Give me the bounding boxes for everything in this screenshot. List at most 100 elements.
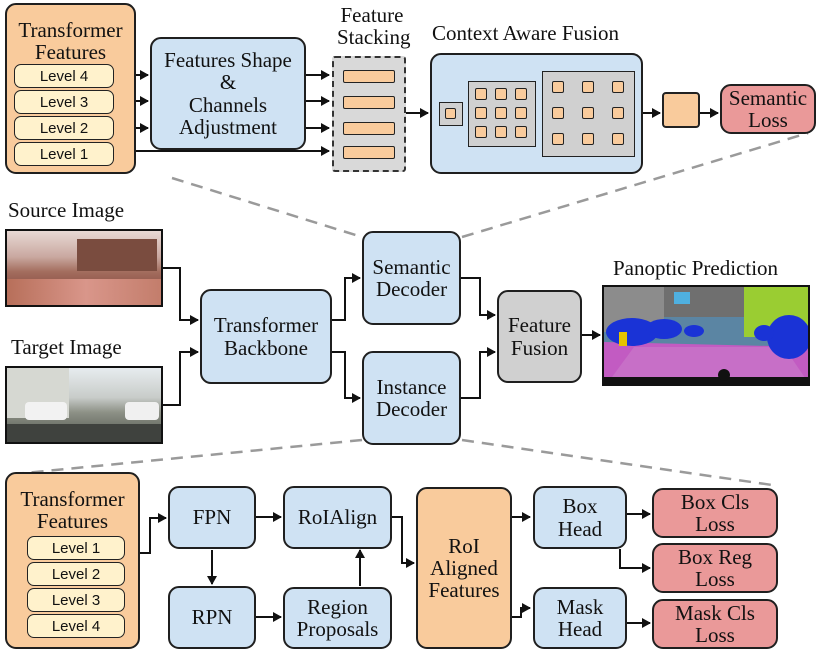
feature-stacking-line1: Feature [340,3,404,27]
feature-fusion-box: Feature Fusion [497,290,582,383]
caf-cell [495,126,507,138]
target-image [5,366,163,444]
caf-small-grid [439,102,463,126]
panoptic-prediction-label: Panoptic Prediction [613,256,779,280]
caf-cell [552,107,564,119]
roi-aligned-features-line3: Features [428,578,500,603]
stack-bar [343,96,395,109]
semantic-decoder-line2: Decoder [375,277,448,301]
caf-cell [495,107,507,119]
top-level-4: Level 4 [14,64,114,88]
target-image-road [7,424,161,442]
mask-head-box: Mask Head [533,587,627,649]
feature-stacking-line2: Stacking [337,25,411,50]
caf-cell [612,107,624,119]
bottom-level-1: Level 1 [27,536,125,560]
region-proposals-box: Region Proposals [283,587,392,649]
roi-aligned-features-line1: RoI [448,533,480,558]
box-head-box: Box Head [533,486,627,549]
mask-head-line1: Mask [556,594,604,619]
source-image-label: Source Image [8,198,125,222]
feature-stacking-box [332,56,406,172]
box-reg-loss-box: Box Reg Loss [652,543,778,593]
roialign-box: RoIAlign [283,486,392,549]
mask-cls-loss-line2: Loss [695,623,735,647]
target-image-car [125,402,159,420]
box-head-line1: Box [562,494,598,519]
caf-large-grid [542,71,635,157]
box-cls-loss-line1: Box Cls [680,489,750,514]
bottom-level-4: Level 4 [27,614,125,638]
semantic-decoder-line1: Semantic [372,254,451,279]
target-image-car [25,402,67,420]
panoptic-segmentation-map [604,287,808,384]
caf-cell [495,88,507,100]
box-reg-loss-line2: Loss [695,567,735,591]
caf-cell [475,126,487,138]
feature-fusion-line2: Fusion [510,335,569,360]
mask-head-line2: Head [557,617,603,641]
caf-cell [552,81,564,93]
semantic-decoder-box: Semantic Decoder [362,231,461,325]
transformer-backbone-box: Transformer Backbone [200,289,332,384]
caf-cell [582,107,594,119]
instance-decoder-line2: Decoder [375,397,448,421]
bottom-level-3: Level 3 [27,588,125,612]
mask-cls-loss-line1: Mask Cls [675,600,755,625]
box-cls-loss-line2: Loss [695,512,735,536]
features-shape-line4: Adjustment [179,114,277,139]
caf-cell [582,133,594,145]
stack-bar [343,122,395,135]
region-proposals-line2: Proposals [296,617,379,641]
caf-cell [612,81,624,93]
caf-cell [445,108,456,119]
feature-stacking-label: Feature Stacking [337,3,411,50]
features-shape-box: Features Shape & Channels Adjustment [150,37,306,150]
caf-cell [475,88,487,100]
stack-bar [343,146,395,159]
box-head-line2: Head [557,516,603,541]
features-shape-line2: & [219,70,237,95]
top-level-1: Level 1 [14,142,114,166]
caf-cell [552,133,564,145]
caf-medium-grid [468,81,536,147]
caf-cell [515,88,527,100]
context-aware-fusion-label: Context Aware Fusion [432,21,620,45]
fused-feature-square [662,92,700,128]
context-aware-fusion-box [430,53,643,174]
features-shape-line1: Features Shape [164,48,292,73]
top-transformer-features-title: Transformer Features [18,18,123,65]
feature-fusion-line1: Feature [508,313,571,338]
top-level-2: Level 2 [14,116,114,140]
source-image-ground [7,279,161,305]
caf-cell [515,107,527,119]
panoptic-prediction-image [602,285,810,386]
semantic-loss-box: Semantic Loss [720,84,816,134]
mask-cls-loss-box: Mask Cls Loss [652,599,778,649]
roi-aligned-features-box: RoI Aligned Features [416,487,512,649]
rpn-box: RPN [168,586,256,649]
caf-cell [612,133,624,145]
semantic-loss-line2: Loss [748,108,788,132]
bottom-transformer-features-title: Transformer Features [20,487,125,534]
features-shape-line3: Channels [188,92,268,117]
region-proposals-line1: Region [307,594,368,619]
stack-bar [343,70,395,83]
roi-aligned-features-line2: Aligned [430,555,498,580]
caf-cell [475,107,487,119]
semantic-loss-line1: Semantic [728,85,808,110]
source-image-building [77,239,157,271]
fpn-box: FPN [168,486,256,549]
source-image [5,229,163,307]
caf-cell [582,81,594,93]
instance-decoder-line1: Instance [376,374,447,399]
top-level-3: Level 3 [14,90,114,114]
instance-decoder-box: Instance Decoder [362,351,461,445]
target-image-label: Target Image [11,335,122,359]
bottom-level-2: Level 2 [27,562,125,586]
caf-cell [515,126,527,138]
transformer-backbone-line1: Transformer [213,313,319,338]
transformer-backbone-line2: Backbone [224,335,308,360]
box-cls-loss-box: Box Cls Loss [652,488,778,538]
